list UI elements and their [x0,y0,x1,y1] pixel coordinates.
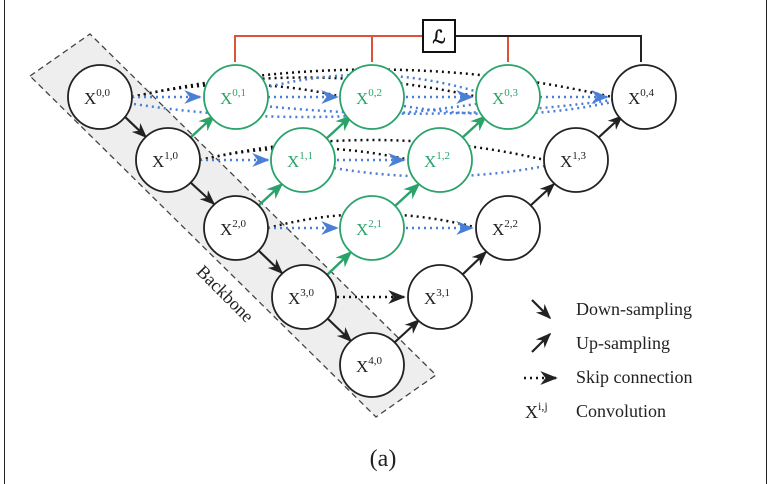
up-x31-x22 [461,250,488,276]
node-circle [339,64,405,130]
up-x40-x31 [394,318,421,343]
node-circle [203,195,269,261]
node-circle [339,195,405,261]
nodes-layer: X0,0X1,0X2,0X3,0X4,0 X0,1X1,1X2,1 X0,2X1,2… [67,64,677,398]
legend-down-label: Down-sampling [576,299,692,319]
node-circle [203,64,269,130]
up-sampling-arrows-black [394,114,624,343]
figure-caption: (a) [370,446,397,472]
node-x11: X1,1 [270,127,336,193]
up-x20-x11 [257,182,284,207]
loss-box [422,19,456,53]
skip-black-x10-x12 [199,146,411,162]
legend-down-sampling: Down-sampling [531,299,692,320]
down-x20-x30 [257,249,284,275]
node-label: X0,3 [492,87,519,108]
legend-conv-label: Convolution [576,401,666,421]
node-label: X0,4 [628,87,655,108]
skip-blue-x11-x13 [333,164,546,178]
node-x20: X2,0 [203,195,269,261]
down-x30-x40 [326,317,353,343]
loss-connections: ℒ [234,19,642,62]
up-x22-x13 [529,182,556,207]
skip-blue-x01-x04 [263,98,613,115]
up-x10-x01 [189,114,216,139]
node-label: X2,0 [220,218,247,239]
node-label: X2,1 [356,218,382,239]
skip-black-x00-x03 [131,76,479,99]
node-label: X2,2 [492,218,518,239]
node-x22: X2,2 [475,195,541,261]
skip-blue-x00-x03 [133,102,477,119]
node-label: X1,3 [560,150,587,171]
up-x21-x12 [394,182,421,207]
down-x10-x20 [189,181,216,206]
node-x01: X0,1 [203,64,269,130]
node-x21: X2,1 [339,195,405,261]
node-label: X0,2 [356,87,382,108]
down-x00-x10 [121,113,148,139]
up-x30-x21 [326,250,353,276]
node-x30: X3,0 [271,264,337,330]
node-x00: X0,0 [67,64,133,130]
node-label: X1,0 [152,150,179,171]
loss-black-line [455,35,642,62]
node-x10: X1,0 [135,127,201,193]
node-x40: X4,0 [339,332,405,398]
down-sampling-arrows [121,113,353,343]
node-label: X4,0 [356,355,383,376]
node-x31: X3,1 [407,264,473,330]
left-frame-border [4,0,5,484]
node-circle [475,195,541,261]
loss-red-line [234,35,509,62]
legend-convolution: Xi,j Convolution [525,399,666,422]
legend-up-label: Up-sampling [576,333,670,353]
up-x12-x03 [461,114,488,139]
node-circle [407,264,473,330]
node-circle [67,64,133,130]
node-label: X3,0 [288,287,315,308]
node-label: X0,0 [84,87,111,108]
skip-black-x00-x02 [131,83,344,99]
node-circle [407,127,473,193]
legend-up-sampling: Up-sampling [531,332,670,353]
node-x03: X0,3 [475,64,541,130]
up-x11-x02 [326,114,353,139]
node-circle [270,127,336,193]
legend-skip-label: Skip connection [576,367,692,387]
skip-black-x10-x13 [199,138,546,162]
node-circle [475,64,541,130]
node-x02: X0,2 [339,64,405,130]
node-label: X1,2 [424,150,450,171]
legend: Down-sampling Up-sampling Skip connectio… [524,299,692,422]
node-x13: X1,3 [543,127,609,193]
up-sampling-arrows-green [189,114,488,276]
node-label: X1,1 [287,150,313,171]
legend-conv-symbol: Xi,j [525,399,548,422]
up-x13-x04 [597,114,624,139]
node-circle [135,127,201,193]
node-x12: X1,2 [407,127,473,193]
node-label: X0,1 [220,87,246,108]
skip-connections-black [131,68,613,304]
node-circle [271,264,337,330]
legend-up-arrow-icon [531,332,552,353]
node-label: X3,1 [424,287,450,308]
right-frame-border [766,0,767,484]
legend-down-arrow-icon [531,299,552,320]
node-circle [611,64,677,130]
node-x04: X0,4 [611,64,677,130]
node-circle [543,127,609,193]
loss-symbol: ℒ [433,27,446,47]
legend-skip-connection: Skip connection [524,367,692,387]
node-circle [339,332,405,398]
